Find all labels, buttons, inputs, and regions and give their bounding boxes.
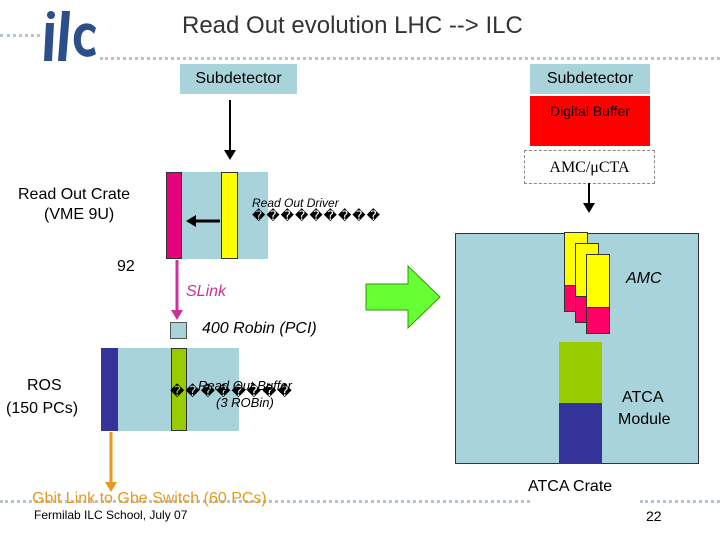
lhc-subdetector-label: Subdetector [195,70,282,87]
atca-module-line2: Module [618,411,671,428]
amc-label: AMC [626,270,662,287]
robin-label: 400 Robin (PCI) [202,320,317,337]
rob-glyphs: �������� [170,383,293,399]
crate-label-line1: Read Out Crate [18,186,131,203]
ros-green-card [171,348,187,431]
header-dotted-line-left [0,34,40,37]
robin-icon [170,322,187,339]
slink-arrow [171,260,183,320]
footer-text: Fermilab ILC School, July 07 [34,508,188,522]
ros-label-line2: (150 PCs) [6,400,79,417]
ilc-subdetector-label: Subdetector [546,70,634,87]
footer-dotted-line-right [640,500,720,503]
ros-label-line1: ROS [27,377,62,394]
rod-yellow-card [221,172,238,259]
gbit-arrow [105,432,117,492]
ilc-subdetector-box: Subdetector [530,64,650,94]
slink-label: SLink [186,283,227,300]
read-out-driver-box [166,172,268,259]
evolution-arrow [365,264,441,330]
rob-label-line2: (3 ROBin) [216,395,274,410]
footer-dotted-line-left [0,500,530,503]
lhc-subdetector-box: Subdetector [180,64,297,94]
ilc-logo-graphic [44,11,96,61]
ilc-down-arrow [583,183,595,213]
ros-box [101,348,239,431]
atca-crate-label: ATCA Crate [528,478,613,495]
lhc-subdetector-arrow [224,100,236,160]
page-number: 22 [646,508,662,524]
rod-glyphs: ��������� [252,208,381,223]
page-title: Read Out evolution LHC --> ILC [182,12,523,39]
count-label: 92 [117,258,135,275]
atca-module-line1: ATCA [622,389,664,406]
atca-navy-block [559,403,602,464]
atca-green-block [559,342,602,403]
crate-label-line2: (VME 9U) [44,206,115,223]
digital-buffer-box: Digital Buffer [530,96,650,146]
rod-magenta-card [166,172,182,259]
ros-navy-card [101,348,118,431]
header-dotted-line [100,57,720,60]
ilc-logo [40,6,100,66]
gbit-label: Gbit Link to Gbe Switch (60 PCs) [32,490,267,507]
rod-output-arrow [186,215,220,227]
rod-label: Read Out Driver [252,196,339,210]
amc-uta-label: AMC/μCTA [549,159,630,176]
digital-buffer-label: Digital Buffer [550,103,630,119]
amc-uta-box: AMC/μCTA [524,150,655,184]
rob-label-line1: Read Out Buffer [198,378,292,393]
amc-card-3-yellow [586,254,610,308]
